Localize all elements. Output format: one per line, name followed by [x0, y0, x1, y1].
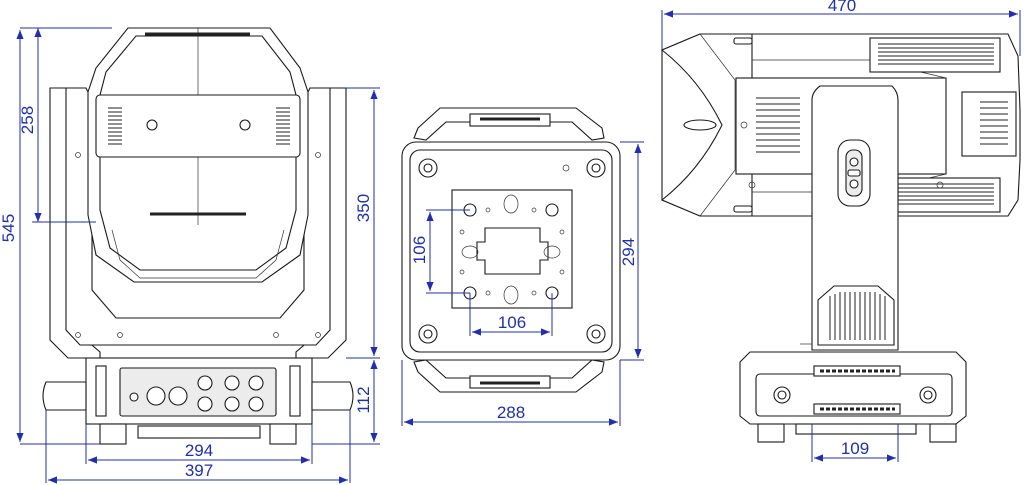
dim-label-109: 109 — [841, 439, 869, 458]
side-yoke-vent — [817, 285, 895, 346]
dim-label-294-bottom: 294 — [619, 238, 638, 266]
front-head-knob-right — [239, 119, 251, 131]
front-head-panel — [95, 94, 301, 158]
dim-label-112: 112 — [354, 386, 373, 413]
dim-label-106-vertical: 106 — [410, 236, 429, 264]
front-base-handle-left — [42, 381, 87, 411]
front-base-handle-right — [311, 381, 354, 411]
dim-label-288: 288 — [497, 403, 525, 422]
dim-label-470: 470 — [828, 0, 856, 15]
bottom-view — [401, 107, 621, 393]
side-head-front — [660, 33, 753, 217]
dim-label-106-horizontal: 106 — [498, 313, 526, 332]
side-head-rear-vent — [961, 91, 1017, 157]
dim-label-258: 258 — [18, 106, 37, 134]
side-head-lens-mark — [683, 119, 717, 131]
front-base-foot-left — [99, 423, 127, 445]
front-base-connectors — [129, 375, 264, 412]
dimension-lines — [16, 10, 1021, 484]
bottom-bracket-center — [476, 227, 549, 275]
front-head-vent-left — [108, 107, 122, 145]
side-view — [660, 33, 1021, 443]
front-head-knob-left — [146, 119, 158, 131]
dim-label-350: 350 — [354, 194, 373, 222]
dim-label-545: 545 — [0, 214, 18, 242]
front-base-foot-right — [269, 423, 297, 445]
side-base-foot-left — [757, 423, 785, 443]
dimension-labels: 545 258 350 112 294 397 106 106 294 288 … — [0, 0, 869, 480]
bottom-plate-corner-feet — [418, 158, 606, 344]
front-head-vent-right — [276, 107, 290, 145]
dim-label-397: 397 — [185, 461, 213, 480]
front-view — [42, 27, 354, 445]
bottom-handle-top — [413, 107, 605, 141]
side-yoke-arm — [811, 85, 899, 351]
side-head-top-vent — [869, 37, 1001, 73]
side-base-foot-right — [929, 423, 957, 443]
dim-label-294-front: 294 — [185, 441, 213, 460]
